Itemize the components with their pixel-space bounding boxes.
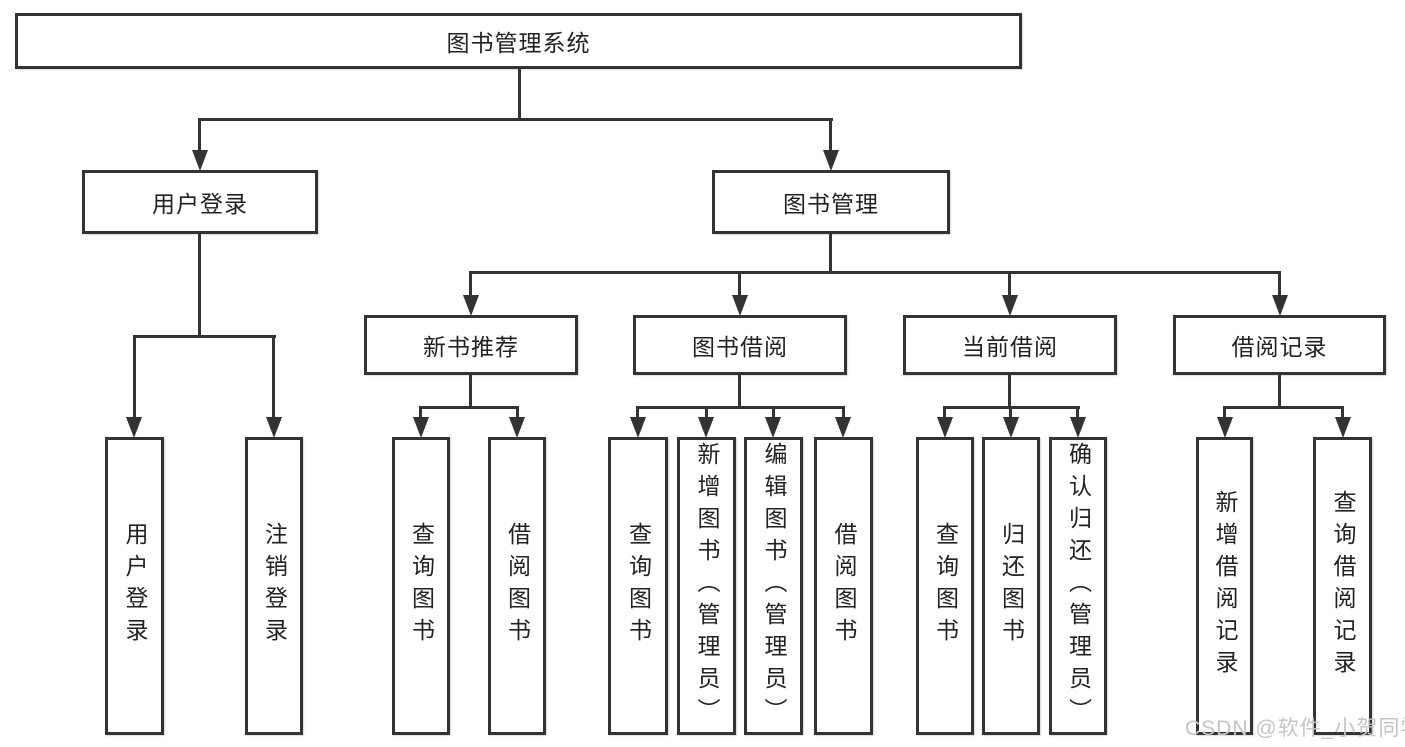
node-leaf-query-books-3: 查询图书 [916,437,974,735]
arrowhead-icon [413,417,429,438]
leaf-label: 借阅图书 [504,522,531,650]
arrowhead-icon [266,417,282,438]
leaf-label: 查询图书 [932,522,959,650]
connector-line [1008,271,1011,297]
arrowhead-icon [630,417,646,438]
connector-line [1278,375,1281,408]
leaf-label: 查询图书 [625,522,652,650]
leaf-label: 用户登录 [122,522,148,650]
node-leaf-query-books: 查询图书 [392,437,450,735]
leaf-label: 注销登录 [261,522,288,650]
arrowhead-icon [823,150,839,171]
connector-line [469,271,1281,274]
arrowhead-icon [765,417,781,438]
node-leaf-query-borrow-record: 查询借阅记录 [1313,437,1372,735]
node-borrow-records: 借阅记录 [1173,315,1386,375]
leaf-label: 编辑图书（管理员） [761,442,787,730]
node-current-borrow: 当前借阅 [903,315,1117,375]
connector-line [1278,271,1281,297]
connector-line [133,335,136,419]
connector-line [272,335,275,419]
connector-line [198,118,833,121]
connector-line [133,335,276,338]
leaf-label: 新增借阅记录 [1212,490,1238,682]
node-leaf-user-login: 用户登录 [105,437,164,735]
node-new-book-recommend: 新书推荐 [364,315,578,375]
connector-line [469,375,472,408]
leaf-label: 确认归还（管理员） [1065,442,1092,730]
connector-line [419,406,519,409]
connector-line [198,118,201,152]
arrowhead-icon [126,417,142,438]
arrowhead-icon [937,417,953,438]
arrowhead-icon [1070,417,1086,438]
arrowhead-icon [1003,417,1019,438]
connector-line [419,406,422,420]
connector-line [829,118,832,152]
arrowhead-icon [698,417,714,438]
leaf-label: 借阅图书 [831,522,857,650]
node-leaf-add-books-admin: 新增图书（管理员） [677,437,736,735]
arrowhead-icon [1272,295,1288,316]
arrowhead-icon [1335,417,1351,438]
node-leaf-add-borrow-record: 新增借阅记录 [1196,437,1253,735]
connector-line [518,69,521,121]
connector-line [198,234,201,337]
node-leaf-logout: 注销登录 [245,437,303,735]
node-leaf-borrow-books-2: 借阅图书 [814,437,873,735]
csdn-watermark: CSDN @软件_小贺同学 [1185,717,1405,740]
connector-line [829,234,832,274]
connector-line [636,406,639,420]
connector-line [738,271,741,297]
node-book-management: 图书管理 [712,170,950,234]
connector-line [943,406,946,420]
leaf-label: 归还图书 [998,522,1025,650]
arrowhead-icon [732,295,748,316]
connector-line [705,406,708,420]
connector-line [1341,406,1344,420]
node-leaf-return-books: 归还图书 [982,437,1040,735]
arrowhead-icon [835,417,851,438]
connector-line [842,406,845,420]
connector-line [516,406,519,420]
arrowhead-icon [1002,295,1018,316]
connector-line [772,406,775,420]
connector-line [1223,406,1344,409]
connector-line [1009,406,1012,420]
node-leaf-borrow-books: 借阅图书 [488,437,546,735]
leaf-label: 新增图书（管理员） [694,442,720,730]
connector-line [636,406,845,409]
node-root-library-system: 图书管理系统 [15,13,1022,69]
node-user-login: 用户登录 [82,170,318,234]
arrowhead-icon [192,150,208,171]
connector-line [1223,406,1226,420]
connector-line [1008,375,1011,408]
connector-line [469,271,472,297]
arrowhead-icon [1217,417,1233,438]
leaf-label: 查询图书 [408,522,435,650]
leaf-label: 查询借阅记录 [1330,490,1356,682]
arrowhead-icon [463,295,479,316]
node-leaf-confirm-return-admin: 确认归还（管理员） [1049,437,1107,735]
connector-line [1076,406,1079,420]
node-leaf-edit-books-admin: 编辑图书（管理员） [744,437,803,735]
connector-line [738,375,741,408]
node-book-borrow: 图书借阅 [633,315,847,375]
node-leaf-query-books-2: 查询图书 [608,437,668,735]
arrowhead-icon [509,417,525,438]
